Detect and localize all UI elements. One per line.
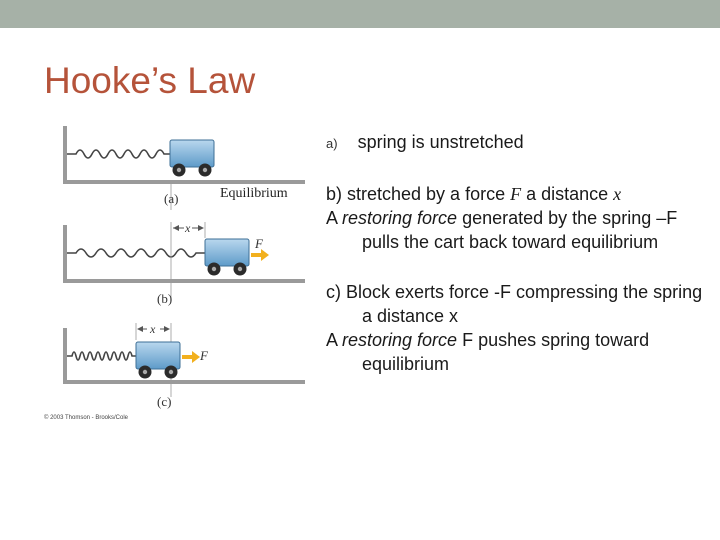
bullet-b-restoring: A restoring force generated by the sprin… — [326, 206, 706, 254]
panel-a-label: (a) — [164, 191, 178, 206]
bullet-b: b) stretched by a force F a distance x — [326, 182, 706, 206]
bullet-a: a) spring is unstretched — [326, 130, 706, 156]
bullet-c: c) Block exerts force -F compressing the… — [326, 280, 706, 328]
distance-symbol: x — [613, 184, 622, 204]
cart-a — [169, 139, 215, 168]
spring-relaxed — [67, 149, 170, 159]
wall-a — [63, 126, 67, 184]
spring-cart-illustration: (a) Equilibrium x F (b) — [44, 126, 305, 421]
copyright-text: © 2003 Thomson - Brooks/Cole — [44, 414, 129, 421]
panel-a: (a) Equilibrium — [63, 126, 305, 210]
wall-b — [63, 225, 67, 282]
floor-a — [63, 180, 305, 184]
spring-compressed — [67, 351, 136, 361]
bullet-c2-text: F pushes spring toward equilibrium — [362, 330, 650, 374]
equilibrium-caption: Equilibrium — [220, 186, 288, 201]
slide-body: a) spring is unstretched b) stretched by … — [326, 130, 706, 376]
force-symbol: F — [510, 184, 522, 204]
slide-title: Hooke’s Law — [44, 60, 256, 101]
panel-c-label: (c) — [157, 394, 171, 409]
bullet-a-marker: a) — [326, 136, 338, 151]
force-label: F — [199, 348, 209, 363]
restoring-force-term: restoring force — [342, 208, 458, 228]
bullet-c2-text: A — [326, 330, 343, 350]
cart-c — [135, 341, 181, 370]
bullet-b2-text: A — [326, 208, 343, 228]
bullet-b2-text: generated by the spring –F pulls the car… — [362, 208, 678, 252]
x-label: x — [149, 322, 156, 336]
spring-cart-figure: (a) Equilibrium x F (b) — [40, 122, 305, 427]
restoring-force-term: restoring force — [342, 330, 458, 350]
force-arrow-icon — [182, 351, 200, 363]
panel-b-label: (b) — [157, 291, 172, 306]
bullet-b-text: a distance — [521, 184, 614, 204]
x-label: x — [184, 221, 191, 235]
panel-b: x F (b) — [63, 221, 305, 306]
spring-stretched — [67, 248, 205, 258]
bullet-c-text: c) Block exerts force -F compressing the… — [326, 282, 703, 326]
floor-b — [63, 279, 305, 283]
panel-c: x F (c) © 2003 Thomson - Brooks/Cole — [44, 322, 305, 421]
cart-b — [204, 238, 250, 267]
bullet-a-text: spring is unstretched — [357, 132, 524, 152]
top-bar — [0, 0, 720, 28]
bullet-c-restoring: A restoring force F pushes spring toward… — [326, 328, 706, 376]
floor-c — [63, 380, 305, 384]
force-label: F — [254, 236, 264, 251]
bullet-b-text: b) stretched by a force — [326, 184, 511, 204]
wall-c — [63, 328, 67, 384]
force-arrow-icon — [251, 249, 269, 261]
